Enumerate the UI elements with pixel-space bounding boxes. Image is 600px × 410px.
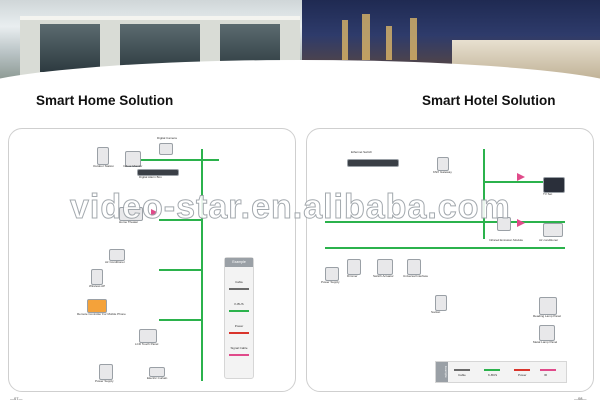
home-label: Wireless AP [89,284,106,288]
hotel-label: Ethernet Switch [351,150,373,154]
ir-signal-arrow [151,209,159,217]
legend-cable: Cable [458,373,466,377]
banner [0,0,600,88]
legend-power-swatch [514,369,530,371]
legend-power: Power [518,373,527,377]
home-label: Indoor Monitor [123,164,143,168]
hotel-legend: Example Cable K-BUS Power IR [435,361,567,383]
smart-hotel-diagram-panel: Ethernet Switch KNX Gateway TV Set Infra… [306,128,594,392]
power-supply-device [99,364,113,380]
air-conditioner-device [109,249,125,261]
ir-signal-arrow-tv [517,173,525,181]
city-light [386,26,392,60]
socket-device [435,295,447,311]
house-window [40,24,100,72]
universal-interface-device [407,259,421,275]
wireless-ap-device [91,269,103,285]
smart-home-title: Smart Home Solution [36,93,174,108]
home-label: Home Theater [119,220,139,224]
home-label: Digital Camera [157,136,177,140]
home-legend: Example Cable K-BUS Power Signal Cable [224,257,254,379]
indoor-monitor-device [125,151,141,167]
hotel-label: KNX Gateway [433,170,452,174]
legend-signal-swatch [229,354,249,356]
legend-kbus: K-BUS [234,302,244,306]
home-label: Power Supply [95,379,114,383]
home-label: Digital Alarm Box [139,175,162,179]
home-theater-device [119,207,143,221]
legend-cable-swatch [454,369,470,371]
hotel-bus-line [483,149,485,239]
hotel-label: Air conditioner [539,238,559,242]
home-bus-branch [139,159,219,161]
legend-cable-swatch [229,288,249,290]
hotel-label: Infrared Emission Module [489,238,524,242]
page-number-right: —08— [574,396,587,401]
legend-ir: IR [544,373,547,377]
hotel-label: Reading Lamp Panel [533,314,562,318]
hotel-label: Dimmer [347,274,358,278]
hotel-bus-branch [483,181,563,183]
reading-lamp-panel-device [539,297,557,315]
smart-home-diagram-panel: Outdoor Station Indoor Monitor Digital C… [8,128,296,392]
ethernet-switch-device [347,159,399,167]
city-light [410,18,417,60]
city-light [342,20,348,60]
digital-alarm-box-device [137,169,179,176]
lcd-touch-panel-device [139,329,157,343]
home-bus-branch [159,219,201,221]
switch-actuator-device [377,259,393,275]
ir-signal-arrow-ac [517,219,525,227]
legend-kbus-swatch [484,369,500,371]
hotel-bus-main [325,221,565,223]
hotel-label: Metal Lamp Panel [533,340,558,344]
hotel-label: Socket [431,310,441,314]
metal-lamp-panel-device [539,325,555,341]
hotel-label: Universal Interface [403,274,429,278]
dimmer-device [347,259,361,275]
page-number-left: —07— [10,396,23,401]
infrared-module-device [497,217,511,231]
outdoor-station-device [97,147,109,165]
legend-power: Power [234,324,244,328]
air-conditioner-device [543,223,563,237]
hotel-label: TV Set [543,192,553,196]
home-label: Remote Controller For Mobile Phone [77,312,126,316]
remote-phone-device [87,299,107,313]
knx-gateway-device [437,157,449,171]
hotel-legend-title: Example [436,362,448,382]
hotel-label: Switch Actuator [373,274,394,278]
home-legend-title: Example [225,258,253,267]
hotel-bus-secondary [325,247,565,249]
digital-camera-device [159,143,173,155]
home-label: Electric Curtain [147,376,168,380]
home-label: Air Conditioner [105,260,125,264]
home-bus-branch [159,269,201,271]
tv-set-device [543,177,565,193]
legend-signal: Signal Cable [230,346,248,350]
power-supply-device [325,267,339,281]
hotel-label: Power Supply [321,280,340,284]
home-bus-line [201,149,203,381]
watermark: video-star.en.alibaba.com [70,188,511,227]
legend-power-swatch [229,332,249,334]
legend-ir-swatch [540,369,556,371]
smart-hotel-title: Smart Hotel Solution [422,93,556,108]
electric-curtain-device [149,367,165,377]
legend-kbus: K-BUS [488,373,498,377]
home-label: LCD Touch Panel [135,342,159,346]
home-bus-branch [159,319,201,321]
legend-cable: Cable [235,280,243,284]
home-label: Outdoor Station [93,164,115,168]
legend-kbus-swatch [229,310,249,312]
city-light [362,14,370,60]
